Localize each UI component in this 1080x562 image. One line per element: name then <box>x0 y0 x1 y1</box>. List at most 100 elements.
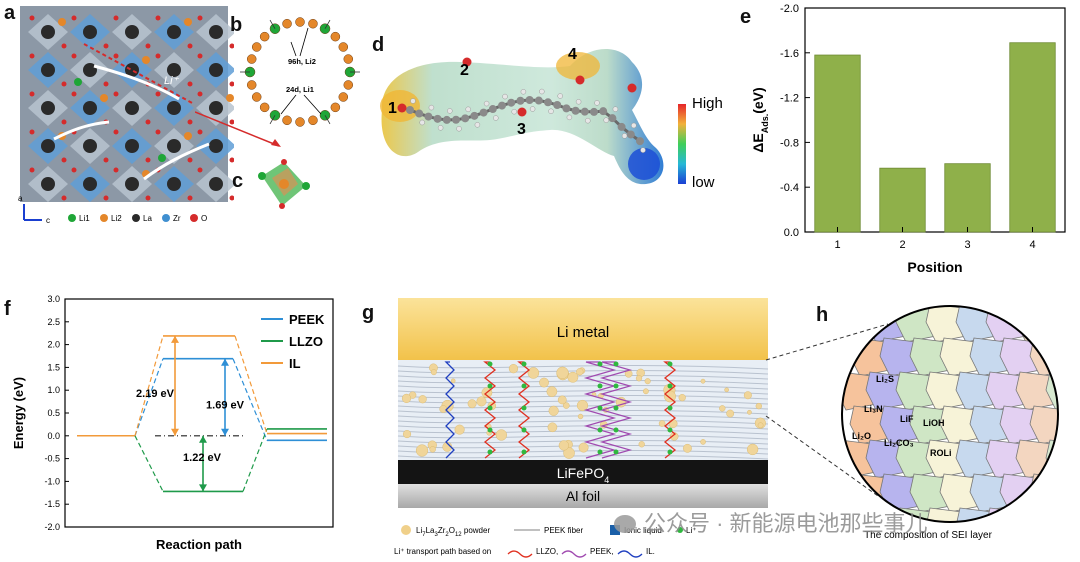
li2-site <box>259 102 270 113</box>
llzo-particle <box>719 405 726 412</box>
la-atom <box>41 63 55 77</box>
hydrogen-atom <box>428 104 435 111</box>
bond <box>324 115 331 125</box>
li-ion <box>487 405 493 411</box>
y-axis-label: Energy (eV) <box>11 377 26 449</box>
carbon-atom <box>608 114 617 123</box>
species-roli: ROLi <box>930 448 952 458</box>
powder-legend-label: Li7La3Zr2O12 powder <box>416 526 490 538</box>
panel-h-letter: h <box>816 304 829 326</box>
hydrogen-atom <box>585 117 591 124</box>
o-atom <box>113 167 119 173</box>
panel-e-letter: e <box>740 6 752 28</box>
arrow-head <box>171 335 179 343</box>
o-atom <box>103 157 109 163</box>
carbon-atom <box>562 104 571 113</box>
carbon-atom <box>507 98 516 107</box>
peek-fiber <box>397 415 769 420</box>
transition-peek <box>232 358 268 441</box>
x-tick-label: 2 <box>899 239 905 251</box>
llzo-particle <box>678 394 686 402</box>
hydrogen-atom <box>621 133 628 139</box>
energy-diagram-chart: 3.02.52.01.51.00.50.0-0.5-1.0-1.5-2.0PEE… <box>11 294 334 552</box>
x-tick-label: 3 <box>964 239 970 251</box>
transition-llzo <box>134 435 164 492</box>
llzo-particle <box>476 396 487 407</box>
llzo-particle <box>450 378 456 384</box>
polyhedron-image <box>258 159 310 209</box>
la-atom <box>83 101 97 115</box>
o-atom <box>145 157 151 163</box>
li-ion <box>613 361 619 367</box>
hydrogen-atom <box>483 100 490 107</box>
o-atom <box>155 91 161 97</box>
label-96h: 96h, Li2 <box>288 57 316 66</box>
li-ion <box>667 427 673 433</box>
o-atom <box>229 195 234 201</box>
o-atom <box>187 195 193 201</box>
ionic-legend-label: Ionic liquid <box>624 526 662 535</box>
legend-la: La <box>143 214 152 223</box>
y-tick-label: -2.0 <box>44 522 60 532</box>
o-atom <box>187 43 193 49</box>
llzo-particle <box>558 440 569 451</box>
la-atom <box>41 139 55 153</box>
li-ion <box>521 449 527 455</box>
o-atom <box>187 157 193 163</box>
oxygen-atom <box>575 75 585 85</box>
y-tick-label: -1.5 <box>44 499 60 509</box>
carbon-atom <box>488 105 497 114</box>
li-ion <box>521 427 527 433</box>
y-axis-label: ΔEAds.(eV) <box>750 87 770 152</box>
al-foil-layer <box>398 484 768 508</box>
peek-fiber <box>397 435 769 440</box>
oxygen-atom <box>462 57 472 67</box>
powder-legend-icon <box>401 525 411 535</box>
la-atom <box>209 25 223 39</box>
carbon-atom <box>617 122 626 131</box>
o-atom <box>155 15 161 21</box>
la-atom <box>167 25 181 39</box>
hydrogen-atom <box>437 125 444 131</box>
o-atom <box>229 43 234 49</box>
o-atom <box>197 91 203 97</box>
llzo-particle <box>548 405 559 416</box>
li2-atom <box>100 94 108 102</box>
li-ion <box>487 383 493 389</box>
li-ion <box>487 449 493 455</box>
annotation-peek: 1.69 eV <box>206 399 245 411</box>
carbon-atom <box>470 111 479 120</box>
la-atom <box>41 177 55 191</box>
o-atom <box>113 53 119 59</box>
o-atom <box>103 43 109 49</box>
la-atom <box>83 25 97 39</box>
y-tick-label: -2.0 <box>780 3 799 15</box>
hydrogen-atom <box>419 119 425 126</box>
peek-fiber <box>397 405 769 410</box>
panel-b-letter: b <box>230 14 243 36</box>
bond <box>269 19 276 29</box>
la-atom <box>125 25 139 39</box>
carbon-atom <box>525 96 534 105</box>
o-atom <box>155 129 161 135</box>
li2-site <box>282 115 292 126</box>
o-atom <box>61 119 67 125</box>
hydrogen-atom <box>456 125 462 132</box>
carbon-atom <box>461 114 470 123</box>
o-atom <box>197 167 203 173</box>
scale-low-label: low <box>692 174 715 191</box>
y-tick-label: -0.4 <box>780 182 799 194</box>
li-ion <box>521 405 527 411</box>
carbon-atom <box>599 107 608 116</box>
sei-grain <box>1060 338 1080 376</box>
species-lif: LiF <box>900 414 914 424</box>
y-tick-label: -1.2 <box>780 93 799 105</box>
transition-il <box>134 335 164 436</box>
llzo-particle <box>724 387 729 393</box>
llzo-particle <box>508 364 519 374</box>
species-li2s: Li₂S <box>876 374 894 384</box>
sei-grain <box>925 507 967 522</box>
llzo-particle <box>755 402 762 410</box>
bond <box>324 19 331 29</box>
panel-d-letter: d <box>372 34 385 56</box>
